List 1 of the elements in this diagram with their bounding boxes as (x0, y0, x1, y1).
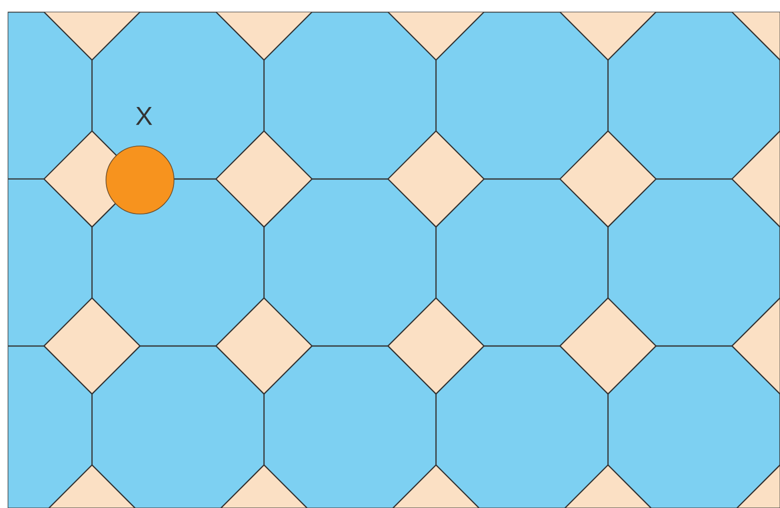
vertex-label: X (136, 107, 152, 125)
